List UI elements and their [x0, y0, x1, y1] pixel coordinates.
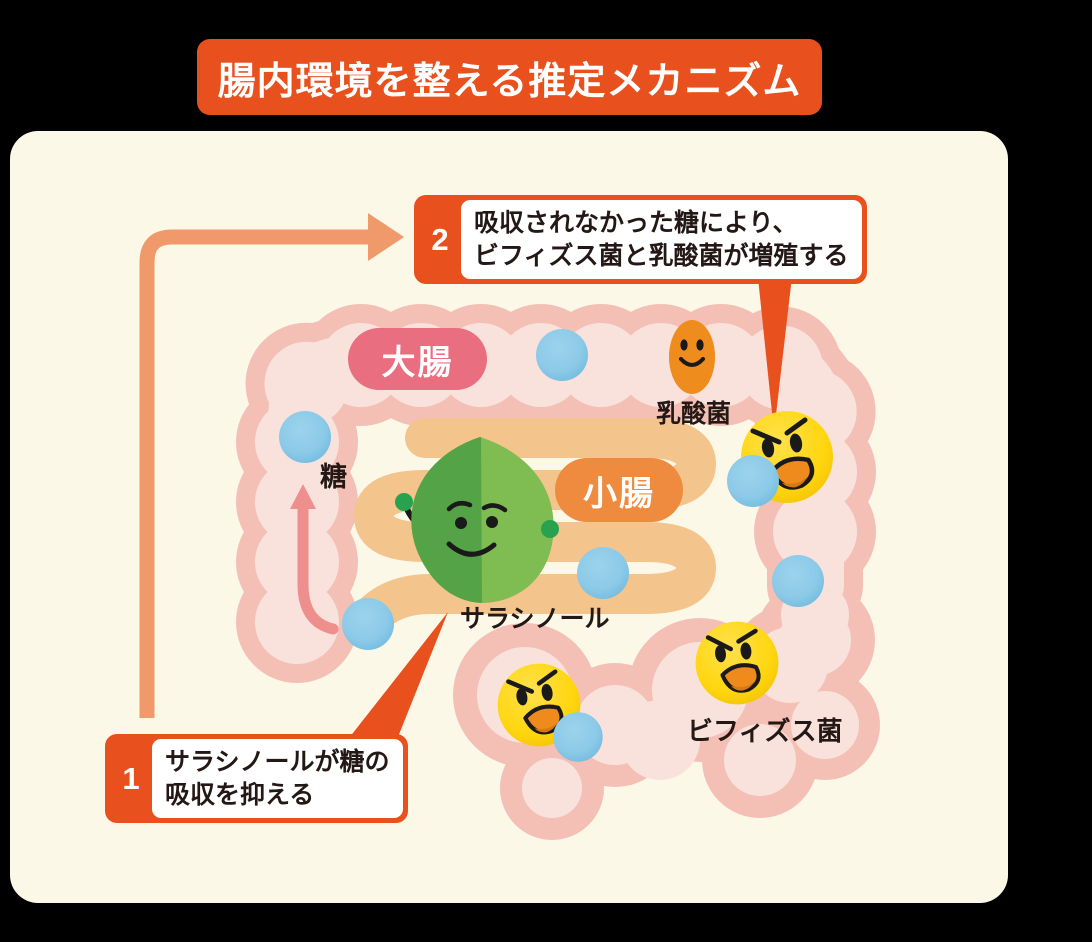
sugar-circle — [553, 712, 603, 762]
bifidobacteria-label: ビフィズス菌 — [687, 716, 843, 746]
small-intestine — [348, 418, 717, 640]
page-title: 腸内環境を整える推定メカニズム — [217, 60, 802, 103]
leaf-hand-right — [541, 520, 559, 538]
sugar-circle — [536, 329, 588, 381]
sugar-circle — [342, 598, 394, 650]
step-1-number: 1 — [122, 760, 140, 796]
step-flow-arrow — [139, 213, 404, 718]
sugar-label: 糖 — [320, 462, 347, 492]
step-1-callout: 1 サラシノールが糖の 吸収を抑える — [105, 734, 408, 823]
step-2-number: 2 — [431, 221, 449, 257]
step-2-text-line-2: ビフィズス菌と乳酸菌が増殖する — [474, 241, 849, 270]
sugar-circle — [727, 455, 779, 507]
lactic-acid-bacteria-label: 乳酸菌 — [656, 400, 732, 428]
step-2-callout-pointer — [757, 268, 793, 432]
salacinol-leaf-character — [395, 437, 559, 603]
small-intestine-label: 小腸 — [555, 458, 683, 522]
sugar-circle — [577, 547, 629, 599]
large-intestine-label: 大腸 — [348, 328, 487, 390]
sugar-flow-arrow — [290, 484, 339, 635]
sugar-circle — [772, 555, 824, 607]
step-1-text-line-1: サラシノールが糖の — [165, 748, 390, 776]
step-1-text-line-2: 吸収を抑える — [165, 780, 315, 809]
title-banner: 腸内環境を整える推定メカニズム — [197, 39, 822, 115]
lactic-acid-bacteria-character — [669, 320, 715, 394]
leaf-hand-left — [395, 493, 413, 511]
step-2-callout: 2 吸収されなかった糖により、 ビフィズス菌と乳酸菌が増殖する — [414, 195, 867, 284]
salacinol-label: サラシノール — [460, 605, 610, 633]
step-1-callout-pointer — [338, 612, 448, 752]
step-2-text-line-1: 吸収されなかった糖により、 — [474, 209, 798, 237]
